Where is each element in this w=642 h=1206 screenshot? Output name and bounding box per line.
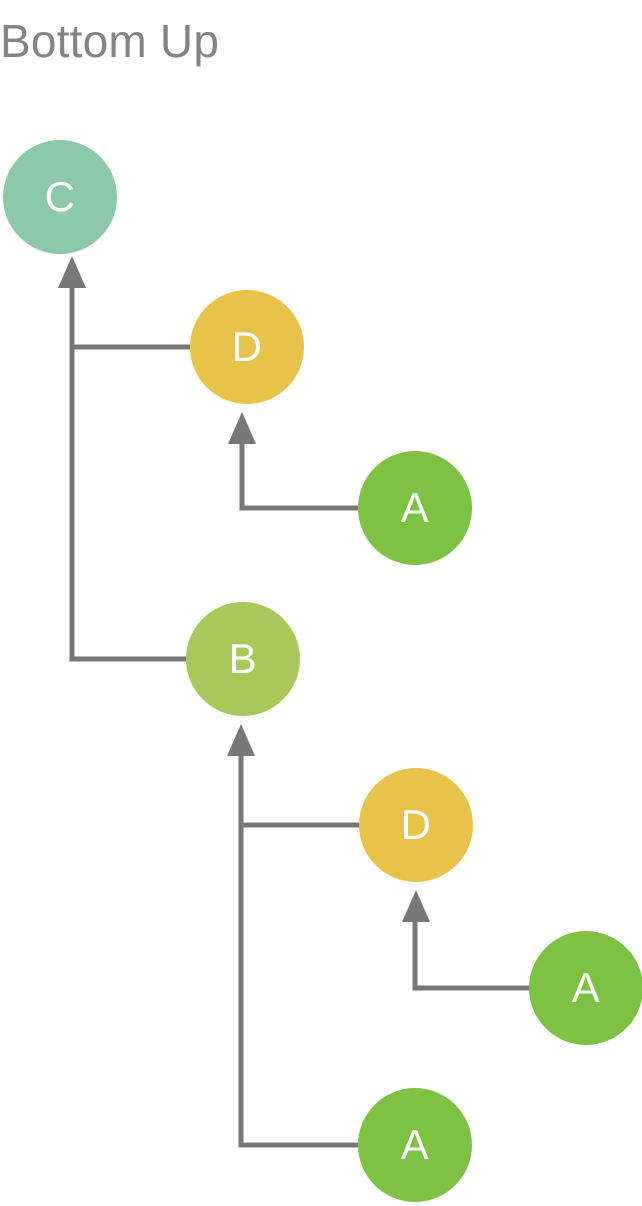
node-c1[interactable]: C bbox=[3, 140, 117, 254]
edge-a3-to-b1 bbox=[238, 825, 358, 1148]
node-label-d2: D bbox=[400, 801, 432, 848]
node-a2[interactable]: A bbox=[529, 931, 642, 1045]
node-label-d1: D bbox=[231, 323, 263, 370]
node-a1[interactable]: A bbox=[358, 451, 472, 565]
arrowhead-icon-b1 bbox=[227, 724, 255, 756]
node-label-a2: A bbox=[571, 964, 601, 1011]
edge-a2-to-d2 bbox=[412, 900, 529, 991]
node-d2[interactable]: D bbox=[359, 768, 473, 882]
arrowhead-icon-c1 bbox=[58, 256, 86, 288]
node-a3[interactable]: A bbox=[358, 1088, 472, 1202]
node-b1[interactable]: B bbox=[186, 602, 300, 716]
arrowhead-icon-d1 bbox=[228, 412, 256, 444]
node-label-a3: A bbox=[400, 1121, 430, 1168]
edge-a1-to-d1 bbox=[239, 422, 358, 511]
arrowhead-icon-d2 bbox=[402, 890, 430, 922]
node-label-a1: A bbox=[400, 484, 430, 531]
node-label-c1: C bbox=[44, 173, 76, 220]
page-title: Bottom Up bbox=[0, 15, 220, 67]
node-label-b1: B bbox=[228, 635, 258, 682]
edge-d1-to-c1 bbox=[69, 272, 190, 350]
edge-d2-to-b1 bbox=[238, 734, 359, 828]
node-d1[interactable]: D bbox=[190, 290, 304, 404]
edge-b1-to-c1 bbox=[69, 347, 186, 662]
